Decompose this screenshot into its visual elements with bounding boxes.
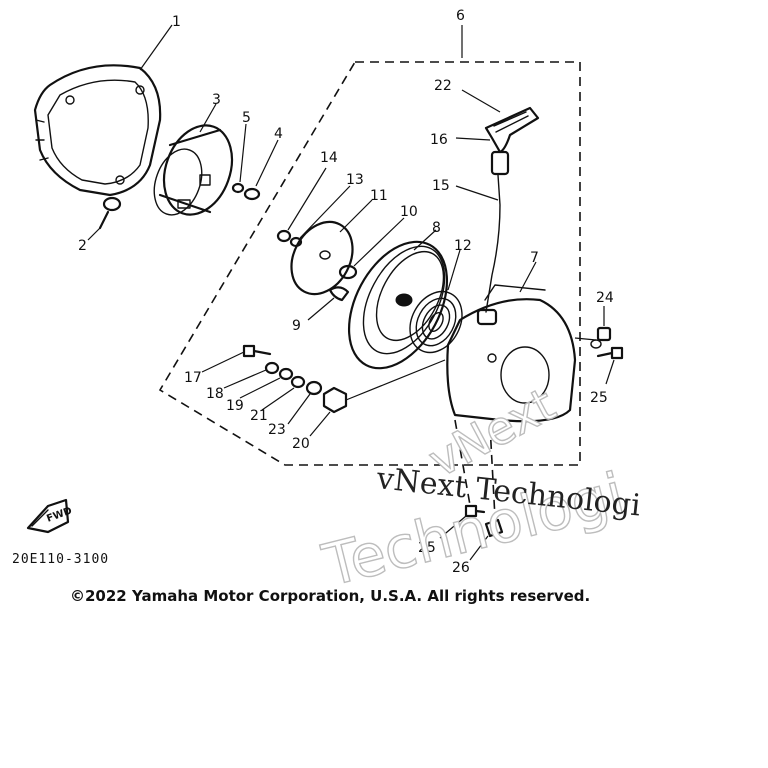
callout-label: 12 — [454, 238, 472, 254]
callout-label: 25 — [590, 390, 608, 406]
copyright-notice: ©2022 Yamaha Motor Corporation, U.S.A. A… — [70, 587, 590, 605]
clip-part-10 — [338, 217, 405, 280]
spring-part-12 — [409, 249, 463, 354]
fwd-arrow-icon: FWD — [26, 498, 74, 534]
drum-part-3 — [153, 103, 234, 216]
callout-label: 13 — [346, 172, 364, 188]
washer-part-18 — [223, 361, 280, 389]
callout-label: 2 — [78, 238, 87, 254]
grip-part-16 — [455, 137, 510, 176]
washer-part-23 — [287, 380, 323, 425]
plate-part-11 — [290, 199, 373, 296]
bolt-part-25-lower — [439, 504, 486, 539]
nut-part-20 — [309, 359, 446, 437]
callout-label: 1 — [172, 14, 181, 30]
callout-label: 14 — [320, 150, 338, 166]
bracket-part-26 — [469, 518, 504, 561]
callout-label: 5 — [242, 110, 251, 126]
callout-label: 9 — [292, 318, 301, 334]
callout-label: 17 — [184, 370, 202, 386]
callout-label: 11 — [370, 188, 388, 204]
callout-label: 19 — [226, 398, 244, 414]
washer-part-5 — [231, 123, 247, 194]
starter-cover-part — [33, 24, 173, 197]
rope-part-15 — [455, 174, 501, 313]
callout-label: 4 — [274, 126, 283, 142]
assembly-boundary — [158, 25, 581, 466]
callout-label: 26 — [452, 560, 470, 576]
callout-label: 23 — [268, 422, 286, 438]
callout-label: 24 — [596, 290, 614, 306]
callout-label: 3 — [212, 92, 221, 108]
washer-part-13 — [289, 185, 351, 248]
fwd-label: FWD — [45, 506, 73, 525]
callout-label: 7 — [530, 250, 539, 266]
callout-label: 6 — [456, 8, 465, 24]
pulley-part-8 — [347, 229, 449, 370]
washer-part-21 — [261, 375, 306, 411]
callout-label: 21 — [250, 408, 268, 424]
washer-part-19 — [239, 367, 294, 399]
collar-part-24 — [574, 306, 612, 349]
bolt-part-2 — [87, 196, 122, 241]
bolt-part-4 — [243, 139, 279, 201]
pawl-part-9 — [307, 286, 350, 321]
callout-label: 20 — [292, 436, 310, 452]
callout-label: 16 — [430, 132, 448, 148]
callout-label: 15 — [432, 178, 450, 194]
callout-label: 22 — [434, 78, 452, 94]
callout-numbers: 1 2 3 4 5 6 7 8 9 10 11 12 13 14 15 16 1… — [78, 8, 614, 576]
handle-part-22 — [461, 89, 540, 154]
callout-label: 8 — [432, 220, 441, 236]
callout-label: 10 — [400, 204, 418, 220]
callout-label: 25 — [418, 540, 436, 556]
bolt-part-25-upper — [596, 346, 624, 385]
diagram-code: 20E110-3100 — [12, 552, 109, 567]
callout-label: 18 — [206, 386, 224, 402]
nut-part-14 — [276, 167, 327, 243]
bolt-part-17 — [201, 344, 272, 373]
